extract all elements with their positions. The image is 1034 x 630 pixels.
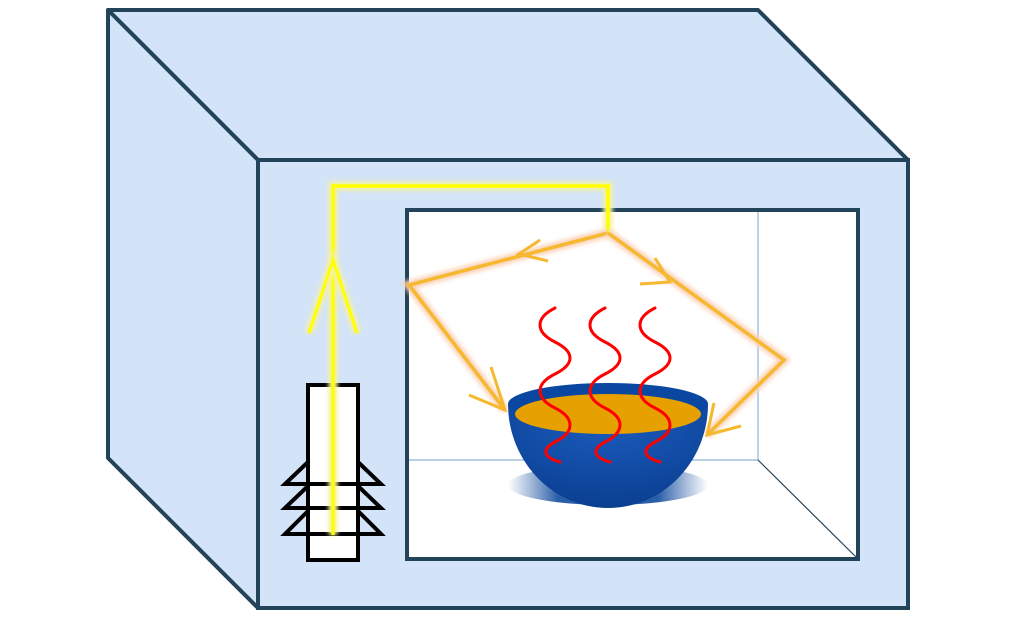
cavity-floor-right-edge xyxy=(757,459,857,558)
heat-wave-icon xyxy=(538,306,672,464)
soup-surface xyxy=(515,394,701,434)
reflect-arrow-left-top-icon xyxy=(515,238,549,263)
reflect-arrow-left-bottom-icon xyxy=(468,366,508,413)
reflect-arrow-right-top-icon xyxy=(639,257,673,286)
reflect-arrow-right-bottom-icon xyxy=(705,402,742,438)
bowl-icon xyxy=(508,383,708,508)
reflected-waves xyxy=(401,228,791,439)
heat-line-3 xyxy=(638,306,672,464)
heat-line-1 xyxy=(538,306,572,464)
heat-line-2 xyxy=(588,306,622,464)
microwave-guide-path xyxy=(305,181,613,535)
